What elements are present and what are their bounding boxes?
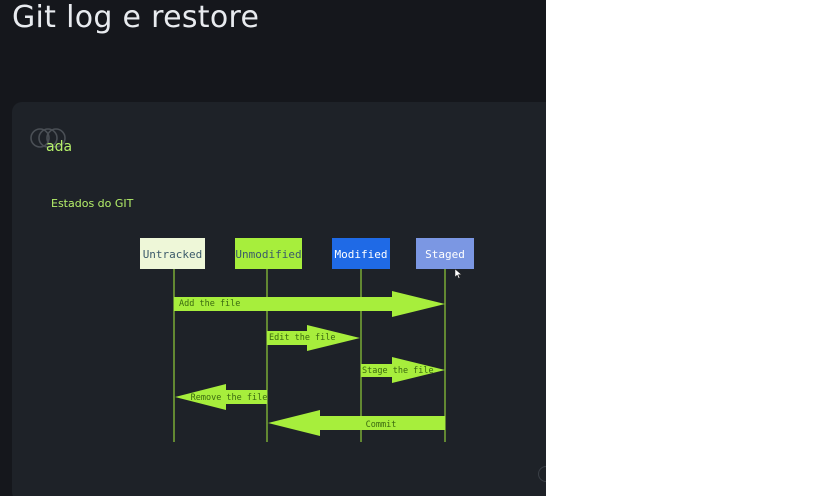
arrow-shape-add-the-file	[174, 291, 445, 317]
state-box-untracked	[140, 238, 205, 269]
arrow-shape-remove-the-file	[175, 384, 267, 410]
arrow-label-stage-the-file: Stage the file	[362, 366, 434, 376]
state-label-unmodified: Unmodified	[235, 248, 301, 261]
arrow-remove-the-file: Remove the file	[175, 384, 267, 410]
state-untracked: Untracked	[140, 238, 205, 269]
arrow-commit: Commit	[268, 410, 445, 436]
state-box-staged	[416, 238, 474, 269]
state-label-modified: Modified	[335, 248, 388, 261]
slide-subtitle: Estados do GIT	[51, 197, 134, 210]
git-states-diagram: Untracked Unmodified Modified Staged Add…	[140, 238, 474, 442]
arrow-label-add-the-file: Add the file	[179, 299, 240, 309]
screen: Git log e restore ada Estados do GIT Unt…	[0, 0, 546, 496]
arrow-edit-the-file: Edit the file	[267, 325, 360, 351]
state-label-staged: Staged	[425, 248, 465, 261]
state-unmodified: Unmodified	[235, 238, 302, 269]
arrow-label-commit: Commit	[366, 420, 397, 430]
arrow-stage-the-file: Stage the file	[361, 357, 445, 383]
arrow-shape-edit-the-file	[267, 325, 360, 351]
arrow-add-the-file: Add the file	[174, 291, 445, 317]
logo-text: ada	[46, 139, 73, 155]
state-modified: Modified	[332, 238, 390, 269]
state-box-unmodified	[235, 238, 302, 269]
state-label-untracked: Untracked	[143, 248, 203, 261]
arrow-label-edit-the-file: Edit the file	[269, 333, 336, 343]
arrow-shape-commit	[268, 410, 445, 436]
page-title: Git log e restore	[12, 0, 260, 35]
interlocking-circles-icon	[30, 128, 66, 148]
mouse-cursor-icon	[455, 269, 463, 279]
arrow-label-remove-the-file: Remove the file	[191, 393, 268, 403]
state-box-modified	[332, 238, 390, 269]
state-staged: Staged	[416, 238, 474, 269]
arrow-shape-stage-the-file	[361, 357, 445, 383]
